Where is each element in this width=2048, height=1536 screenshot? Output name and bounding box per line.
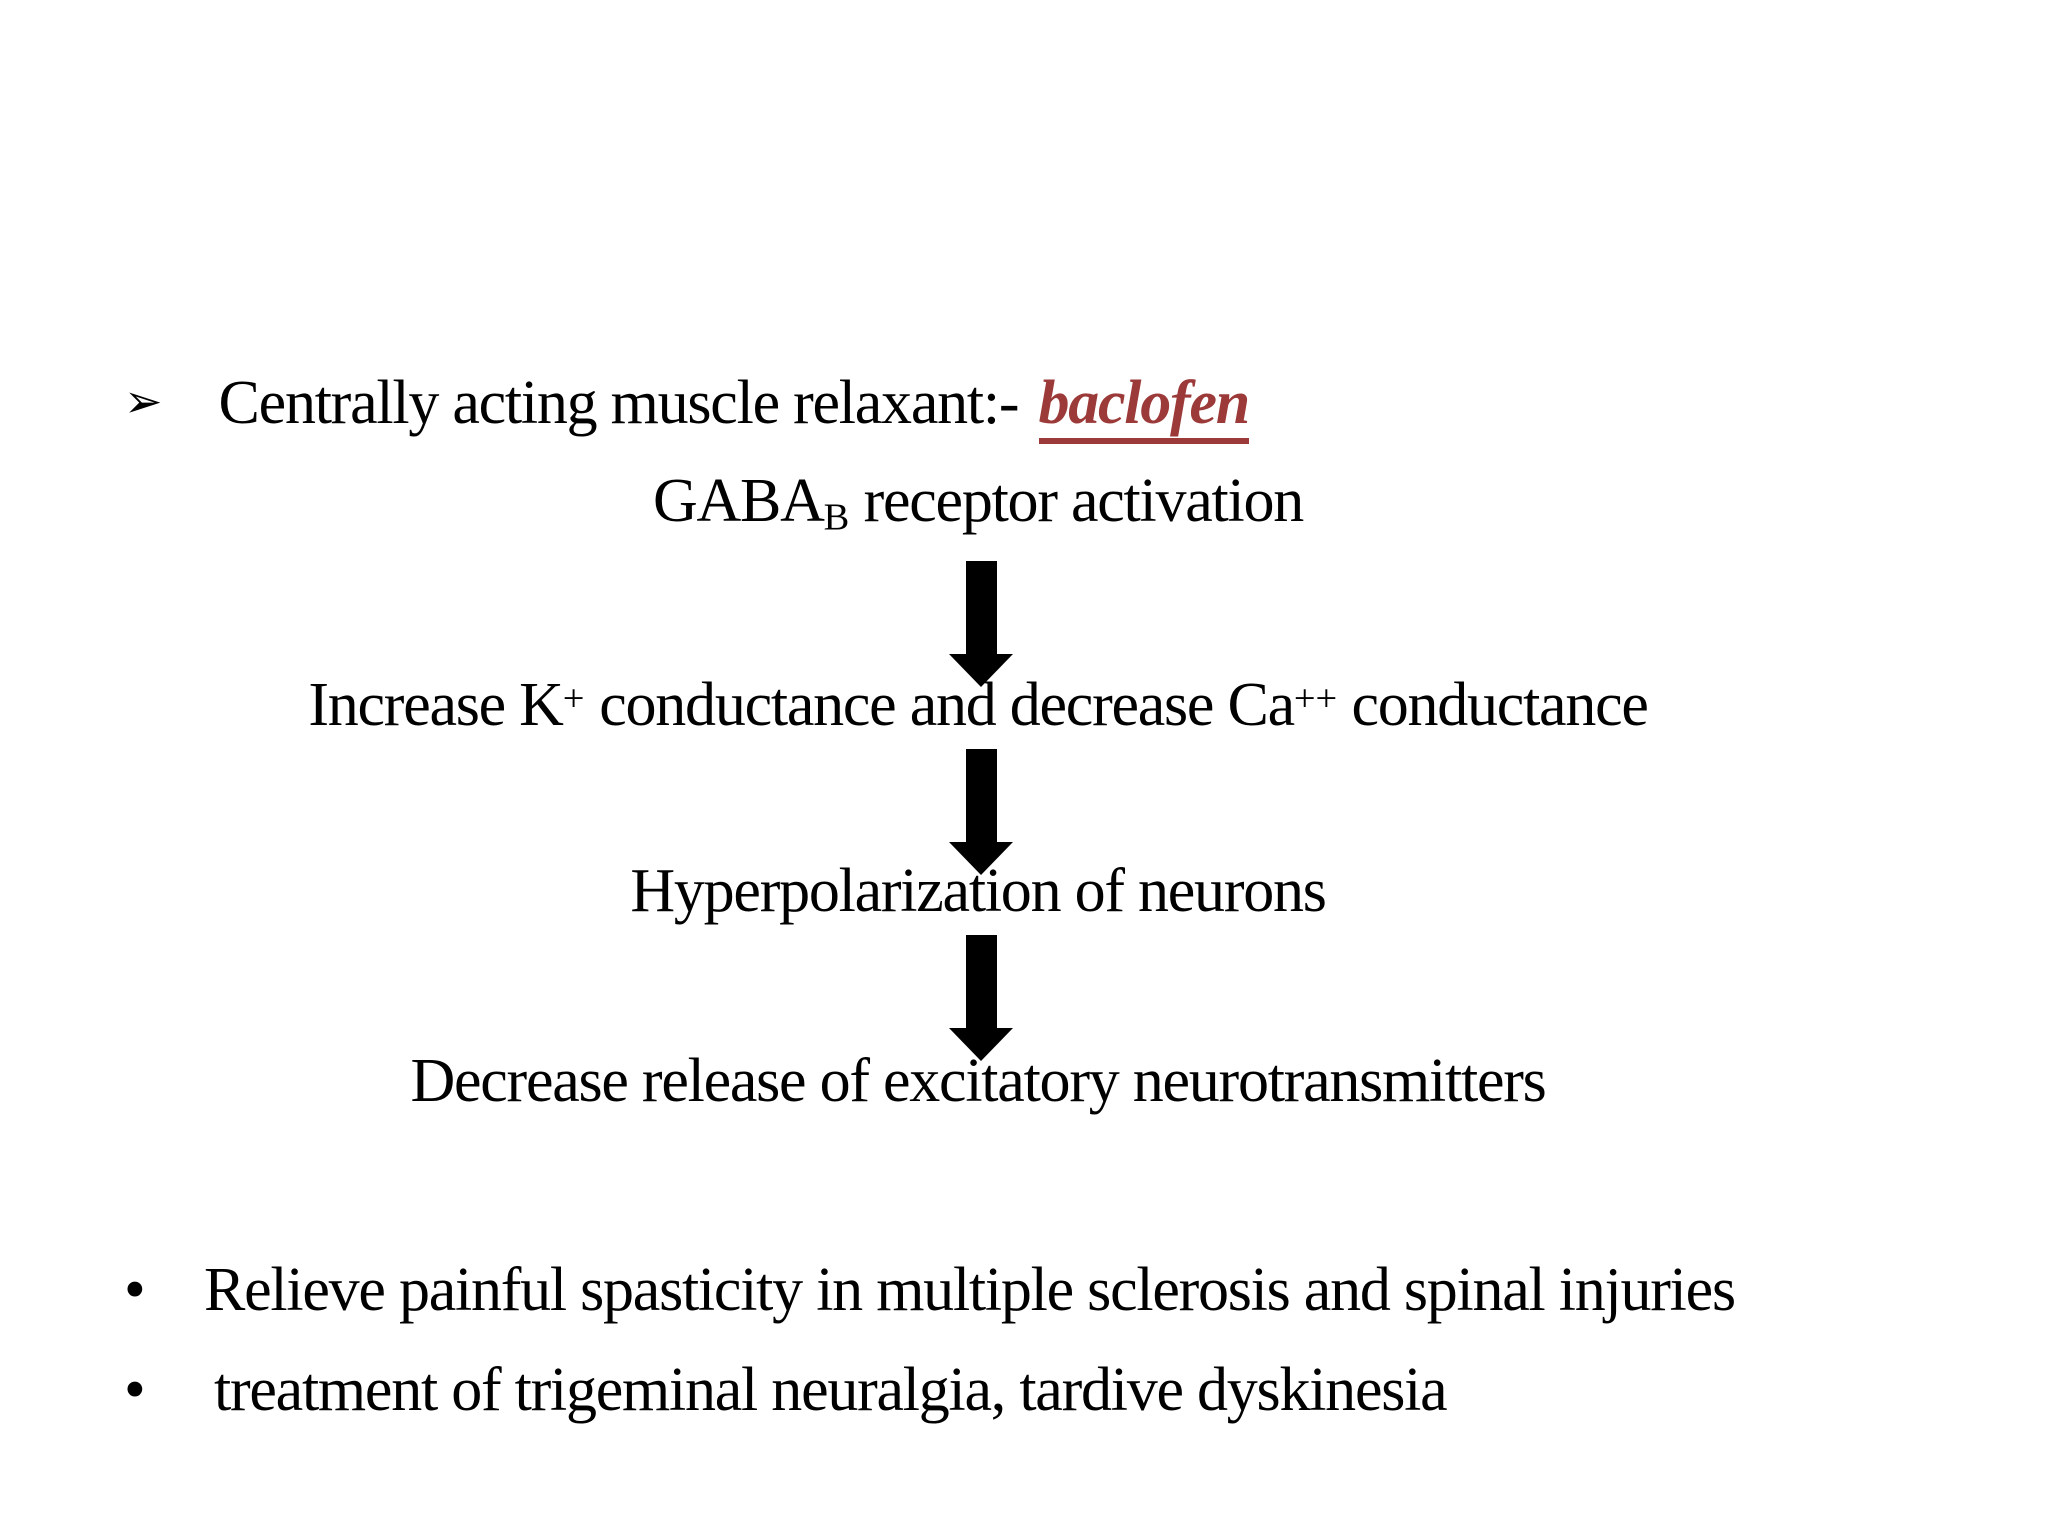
bullet-text-neuralgia: treatment of trigeminal neuralgia, tardi… [214,1356,1448,1424]
flow-step-gaba-receptor-activation: GABAB receptor activation [652,467,1305,537]
bullet-item-neuralgia: • treatment of trigeminal neuralgia, tard… [124,1356,1448,1424]
arrowhead-bullet-icon: ➢ [124,374,163,428]
down-arrow-2 [949,749,1013,875]
flow-step-conductance: Increase K+ conductance and decrease Ca++… [308,671,1649,739]
bullet-dot-icon: • [124,1256,146,1324]
conductance-mid-text: conductance and decrease Ca [599,671,1295,739]
bullet-item-spasticity: • Relieve painful spasticity in multiple … [124,1256,1736,1324]
bullet-dot-icon: • [124,1356,146,1424]
gaba-suffix-text: receptor activation [849,467,1305,535]
gaba-text: GABA [652,467,825,535]
down-arrow-1-head [949,654,1013,687]
conductance-post-text: conductance [1337,671,1648,739]
down-arrow-1 [949,561,1013,687]
potassium-superscript: + [562,677,585,720]
calcium-superscript: ++ [1293,677,1338,720]
down-arrow-3-shaft [965,935,997,1028]
heading-line: ➢ Centrally acting muscle relaxant:- bacl… [124,369,1250,444]
down-arrow-2-head [949,842,1013,875]
down-arrow-3-head [949,1028,1013,1061]
down-arrow-1-shaft [965,561,997,654]
down-arrow-2-shaft [965,749,997,842]
bullet-text-spasticity: Relieve painful spasticity in multiple s… [204,1256,1736,1324]
conductance-pre-text: Increase K [308,671,564,739]
gaba-subscript-b: B [823,496,850,539]
heading-text: Centrally acting muscle relaxant:- [218,369,1020,437]
down-arrow-3 [949,935,1013,1061]
drug-name: baclofen [1038,369,1250,444]
